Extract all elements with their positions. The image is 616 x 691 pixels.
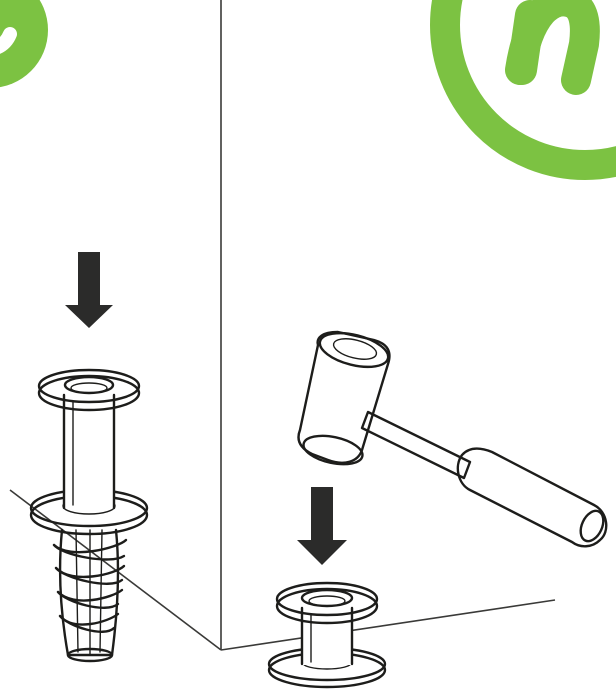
flanged-sleeve-icon (267, 581, 387, 689)
mallet-icon (297, 330, 608, 548)
screw-in-anchor-icon (29, 368, 149, 663)
down-arrow-icon (65, 252, 113, 328)
green-circle-badge-icon (0, 0, 48, 88)
down-arrow-icon (297, 487, 347, 565)
green-ring-logo-icon (430, 0, 616, 180)
